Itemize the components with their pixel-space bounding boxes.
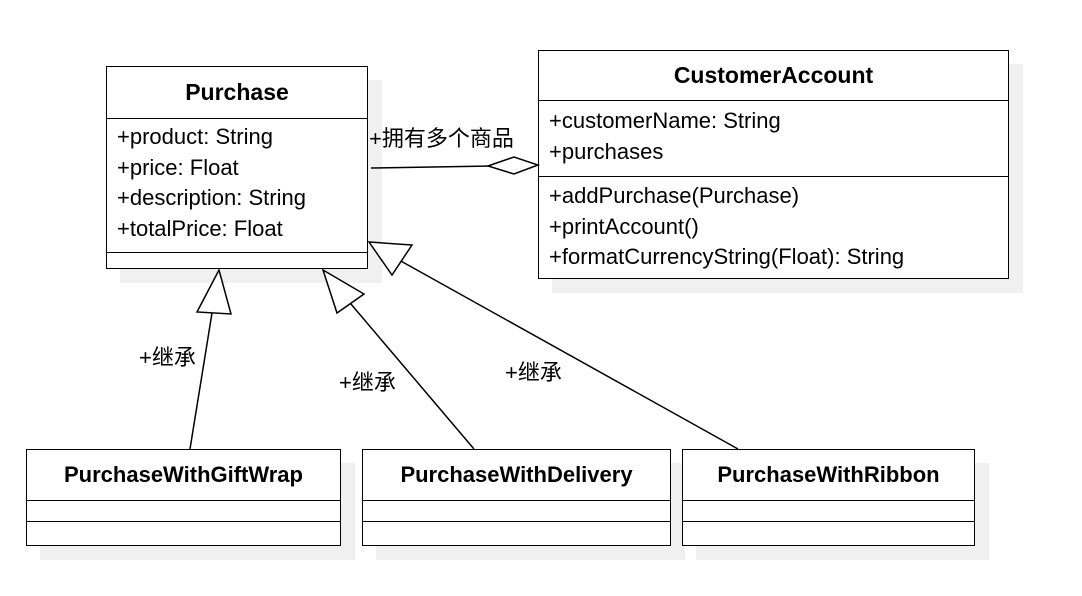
inheritance-edge-giftwrap[interactable] <box>189 312 213 450</box>
attributes-compartment <box>363 501 670 522</box>
inheritance-label-delivery: +继承 <box>339 370 396 395</box>
class-purchase-with-ribbon[interactable]: PurchaseWithRibbon <box>682 449 975 546</box>
method-format-currency-string: +formatCurrencyString(Float): String <box>549 244 905 269</box>
attributes-compartment: +customerName: String +purchases <box>539 101 1008 177</box>
inheritance-edge-delivery[interactable] <box>344 296 475 450</box>
class-name: PurchaseWithGiftWrap <box>27 450 340 501</box>
inheritance-arrow-icon <box>195 267 232 315</box>
attribute-customer-name: +customerName: String <box>549 108 781 133</box>
aggregation-label: +拥有多个商品 <box>369 126 514 151</box>
inheritance-label-ribbon: +继承 <box>505 360 562 385</box>
methods-compartment: +addPurchase(Purchase) +printAccount() +… <box>539 177 1008 273</box>
inheritance-label-giftwrap: +继承 <box>139 345 196 370</box>
class-purchase-with-giftwrap[interactable]: PurchaseWithGiftWrap <box>26 449 341 546</box>
aggregation-diamond-icon <box>485 156 541 175</box>
attribute-description: +description: String <box>117 185 306 210</box>
attribute-purchases: +purchases <box>549 138 664 164</box>
attributes-compartment: +product: String +price: Float +descript… <box>107 119 367 253</box>
class-purchase[interactable]: Purchase +product: String +price: Float … <box>106 66 368 269</box>
attribute-price: +price: Float <box>117 154 239 180</box>
aggregation-edge[interactable] <box>370 165 493 169</box>
method-print-account: +printAccount() <box>549 213 699 239</box>
inheritance-edge-ribbon[interactable] <box>398 259 739 450</box>
attributes-compartment <box>683 501 974 522</box>
attribute-total-price: +totalPrice: Float <box>117 215 283 241</box>
class-name: Purchase <box>107 67 367 119</box>
class-name: CustomerAccount <box>539 51 1008 101</box>
class-name: PurchaseWithDelivery <box>363 450 670 501</box>
class-customer-account[interactable]: CustomerAccount +customerName: String +p… <box>538 50 1009 279</box>
attribute-product: +product: String <box>117 124 273 149</box>
class-purchase-with-delivery[interactable]: PurchaseWithDelivery <box>362 449 671 546</box>
class-name: PurchaseWithRibbon <box>683 450 974 501</box>
inheritance-arrow-icon <box>367 241 414 277</box>
attributes-compartment <box>27 501 340 522</box>
method-add-purchase: +addPurchase(Purchase) <box>549 183 800 208</box>
inheritance-arrow-icon <box>321 268 366 315</box>
